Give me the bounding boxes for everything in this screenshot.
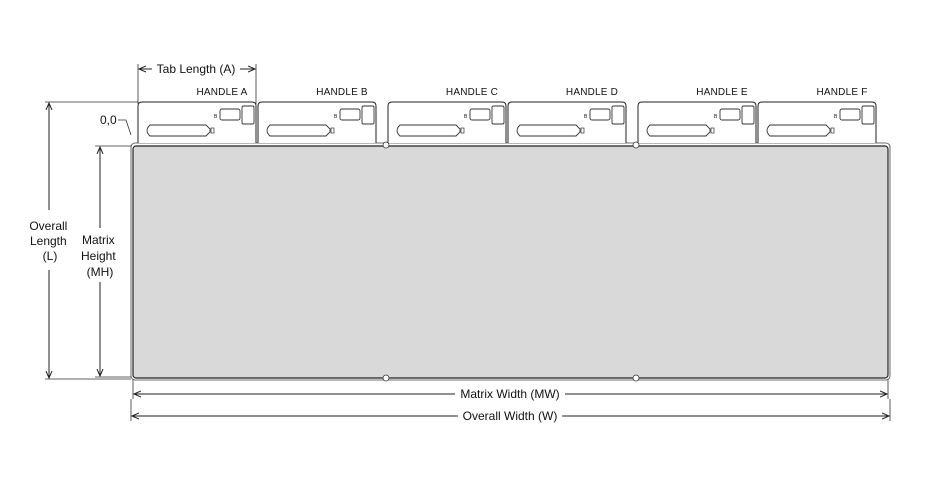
handle-e: B HANDLE E bbox=[637, 87, 757, 143]
handle-tab-outline bbox=[137, 101, 257, 143]
handle-b: B HANDLE B bbox=[257, 87, 377, 143]
matrix-height-label: Matrix Height (MH) bbox=[81, 233, 119, 279]
handle-grip-slot bbox=[646, 124, 711, 137]
handle-tick bbox=[210, 127, 215, 134]
handle-grip-slot bbox=[396, 124, 461, 137]
overall-width-label: Overall Width (W) bbox=[463, 409, 558, 423]
handle-tab-outline bbox=[637, 101, 757, 143]
overall-length-label: Overall Length (L) bbox=[29, 219, 70, 263]
handle-label-window bbox=[589, 108, 611, 121]
handle-grip-slot bbox=[766, 124, 831, 137]
handle-mark: B bbox=[714, 114, 718, 120]
handle-label: HANDLE F bbox=[816, 87, 867, 98]
handle-end-block bbox=[241, 105, 255, 125]
handle-label-window bbox=[719, 108, 741, 121]
handle-tab-outline bbox=[507, 101, 627, 143]
handle-tick bbox=[330, 127, 335, 134]
handle-label-window bbox=[339, 108, 361, 121]
handle-end-block bbox=[861, 105, 875, 125]
handle-mark: B bbox=[834, 114, 838, 120]
handle-d: B HANDLE D bbox=[507, 87, 627, 143]
handle-grip-slot bbox=[266, 124, 331, 137]
matrix-area bbox=[132, 145, 889, 379]
notch-bottom-left bbox=[382, 374, 390, 382]
handle-label: HANDLE E bbox=[696, 87, 748, 98]
handle-mark: B bbox=[584, 114, 588, 120]
handle-tab-outline bbox=[757, 101, 877, 143]
handle-tab-outline bbox=[257, 101, 377, 143]
handle-label-window bbox=[839, 108, 861, 121]
handles-group: B HANDLE A B HANDLE B B HANDLE C B HANDLE D B HAN… bbox=[137, 87, 877, 143]
handle-label: HANDLE D bbox=[566, 87, 618, 98]
handle-end-block bbox=[611, 105, 625, 125]
handle-c: B HANDLE C bbox=[387, 87, 507, 143]
handle-tab-outline bbox=[387, 101, 507, 143]
handle-end-block bbox=[491, 105, 505, 125]
handle-tick bbox=[830, 127, 835, 134]
handle-tick bbox=[460, 127, 465, 134]
handle-a: B HANDLE A bbox=[137, 87, 257, 143]
notch-top-left bbox=[382, 141, 390, 149]
handle-label: HANDLE A bbox=[196, 87, 247, 98]
handle-label: HANDLE C bbox=[446, 87, 498, 98]
matrix-width-label: Matrix Width (MW) bbox=[460, 387, 559, 401]
handle-label: HANDLE B bbox=[316, 87, 368, 98]
handle-end-block bbox=[361, 105, 375, 125]
tab-length-label: Tab Length (A) bbox=[157, 62, 236, 76]
handle-label-window bbox=[469, 108, 491, 121]
notch-bottom-right bbox=[632, 374, 640, 382]
handle-label-window bbox=[219, 108, 241, 121]
handle-mark: B bbox=[214, 114, 218, 120]
handle-grip-slot bbox=[146, 124, 211, 137]
origin-label: 0,0 bbox=[100, 113, 117, 127]
handle-tick bbox=[710, 127, 715, 134]
handle-mark: B bbox=[334, 114, 338, 120]
handle-tick bbox=[580, 127, 585, 134]
handle-end-block bbox=[741, 105, 755, 125]
origin-leader bbox=[118, 119, 132, 136]
handle-grip-slot bbox=[516, 124, 581, 137]
handle-mark: B bbox=[464, 114, 468, 120]
notch-top-right bbox=[632, 141, 640, 149]
handle-f: B HANDLE F bbox=[757, 87, 877, 143]
